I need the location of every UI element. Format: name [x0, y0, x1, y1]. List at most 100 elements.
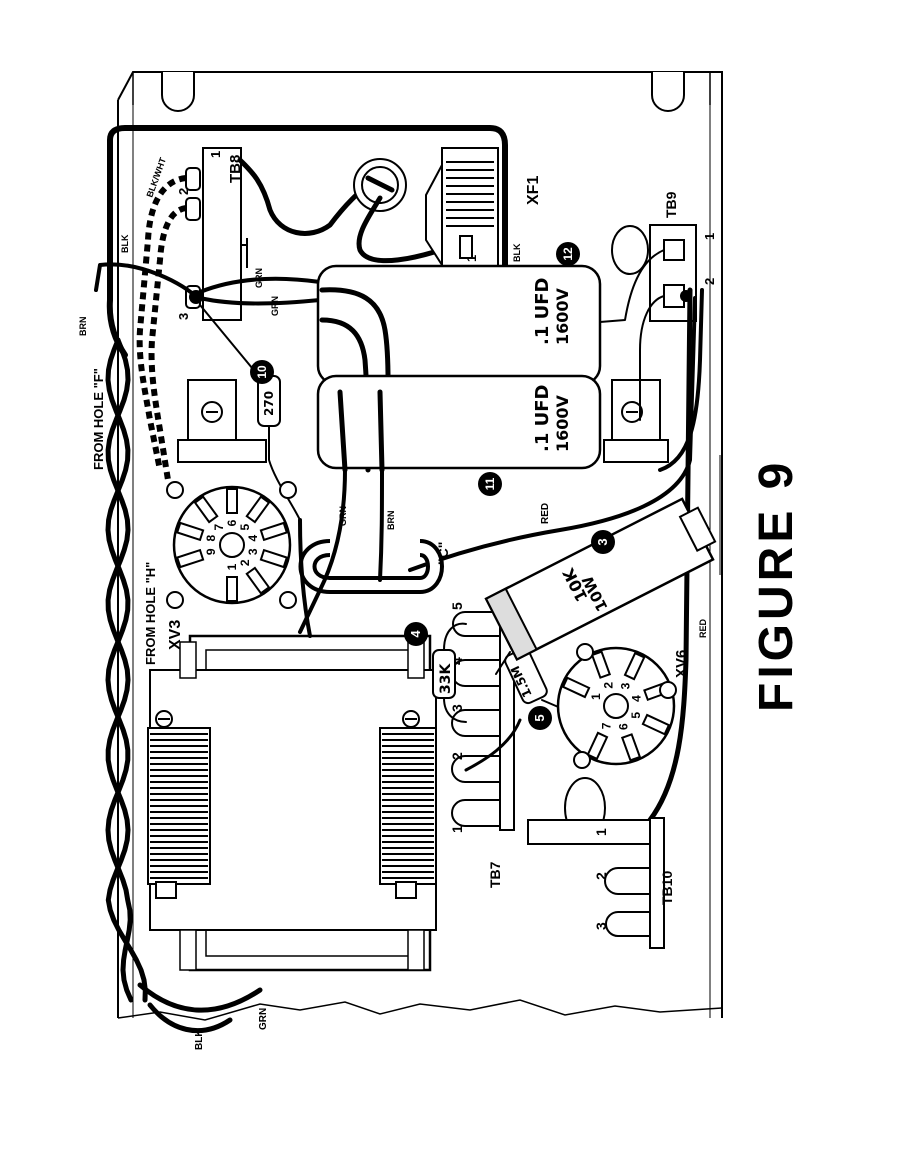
xv3-pin-8 [175, 521, 205, 542]
xv3-pin-2 [245, 566, 271, 595]
label-grn-bottom: GRN [258, 1008, 269, 1030]
xv3-pin-label-8: 8 [204, 535, 218, 542]
tb7-pin1: 1 [449, 825, 465, 833]
xv6-pin-label-2: 2 [601, 682, 615, 689]
step-badges: 12 10 11 3 4 5 [250, 242, 615, 730]
label-blk-xf1: BLK [512, 243, 522, 262]
xv6-pin-label-6: 6 [617, 723, 631, 730]
tb10-pin3: 3 [593, 922, 609, 930]
xv6-pin-3 [623, 651, 646, 681]
xv3-pin-label-5: 5 [238, 524, 252, 531]
svg-text:12: 12 [561, 247, 575, 261]
xv6-pin-2 [590, 650, 612, 679]
xv6-pin-1 [561, 676, 591, 699]
tb7-label: TB7 [487, 861, 503, 888]
label-from-hole-f: FROM HOLE "F" [91, 368, 106, 470]
xv6-label: XV6 [673, 650, 690, 678]
label-hole-c: "C" [435, 542, 451, 565]
xf1-pin1: 1 [464, 255, 479, 262]
blk-wht-dashed-wires [136, 175, 187, 481]
label-brn-mid: BRN [386, 511, 396, 531]
label-blk-left: BLK [120, 234, 130, 253]
cap-lower-voltage: 1600V [553, 394, 572, 452]
xv3-pin-label-2: 2 [238, 559, 252, 566]
xv3-pin-5 [245, 495, 271, 524]
cap-270-value: 270 [262, 391, 276, 416]
power-transformer [147, 634, 437, 972]
label-blk-bottom: BLK [194, 1029, 205, 1050]
label-brn-top: BRN [78, 317, 88, 337]
xv6-pin-label-1: 1 [589, 693, 603, 700]
xv3-pin-3 [259, 548, 289, 569]
xv6-pin-6 [620, 733, 642, 762]
tb7-wires [464, 718, 522, 772]
xv3-pin-label-6: 6 [225, 519, 239, 526]
tb8-wires [94, 157, 373, 381]
xv6-pin-label-3: 3 [618, 682, 632, 689]
label-red-right: RED [698, 618, 708, 638]
label-grn-tb8-b: GRN [270, 296, 280, 316]
xv3-label: XV3 [167, 620, 184, 650]
black-wire-loop [106, 125, 508, 358]
tb9-pin1: 1 [702, 233, 717, 240]
step-badge-10: 10 [250, 360, 274, 384]
label-from-hole-h: FROM HOLE "H" [143, 562, 158, 665]
step-badge-3: 3 [591, 530, 615, 554]
chassis-outline [117, 71, 723, 1021]
tb7-pin2: 2 [449, 752, 465, 760]
figure-caption: FIGURE 9 [750, 459, 803, 712]
resistor-10k-10w: 10K 10W [484, 497, 717, 662]
svg-text:3: 3 [595, 538, 610, 545]
cap-upper-value: .1 UFD [532, 278, 553, 345]
xv6-pin-label-4: 4 [630, 695, 644, 702]
svg-text:4: 4 [408, 630, 423, 638]
xv3-pin-label-9: 9 [204, 548, 218, 555]
tb10-pin1: 1 [593, 828, 609, 836]
xf1-label: XF1 [525, 176, 542, 205]
step-badge-11: 11 [478, 472, 502, 496]
label-red-mid: RED [540, 503, 551, 524]
tb8-pin3: 3 [176, 313, 191, 320]
tb10-pin2: 2 [593, 872, 609, 880]
xv3-pin-1 [226, 576, 238, 602]
tb7-pin5: 5 [449, 602, 465, 610]
xv3-pin-4 [259, 521, 289, 542]
tb10-label: TB10 [659, 871, 675, 905]
xv3-pin-label-3: 3 [246, 548, 260, 555]
xv6-pin-7 [586, 731, 609, 761]
tb8-pin1: 1 [208, 151, 223, 158]
tb9-label: TB9 [663, 191, 679, 218]
xv3-pin-label-4: 4 [246, 535, 260, 542]
tube-socket-xv3: 12 3 4 567 8 9 XV3 [166, 481, 297, 650]
cap-lower-value: .1 UFD [532, 385, 553, 452]
xv3-pin-label-7: 7 [212, 524, 226, 531]
xv6-pin-5 [641, 713, 671, 736]
terminal-strip-tb9: TB9 1 2 [408, 191, 717, 823]
xv3-pin-6 [226, 488, 238, 514]
cap-upper-voltage: 1600V [553, 287, 572, 345]
xv6-pin-label-5: 5 [629, 712, 643, 719]
svg-text:11: 11 [483, 477, 497, 490]
terminal-strip-tb10: 1 2 3 TB10 [527, 777, 675, 949]
capacitor-clamp-left [177, 379, 267, 463]
tb9-pin2: 2 [702, 278, 717, 285]
tb7-pin4: 4 [449, 657, 465, 665]
u-loop-grommet [298, 468, 444, 638]
step-badge-12: 12 [556, 242, 580, 266]
svg-text:5: 5 [532, 714, 547, 721]
resistor-33k: 33K [432, 622, 467, 723]
twisted-ac-leads [105, 337, 263, 1034]
xv3-pin-9 [175, 548, 205, 569]
tb7-pin3: 3 [449, 704, 465, 712]
step-badge-4: 4 [404, 622, 428, 646]
grommet [353, 158, 458, 264]
xv3-pin-7 [193, 495, 219, 524]
xv3-pin-label-1: 1 [225, 563, 239, 570]
capacitor-clamp-right [603, 379, 669, 463]
step-badge-5: 5 [528, 706, 552, 730]
label-grn-mid: GRN [338, 506, 348, 526]
terminal-strip-tb8: TB8 1 2 3 [176, 147, 248, 321]
res-33k-value: 33K [438, 663, 454, 694]
